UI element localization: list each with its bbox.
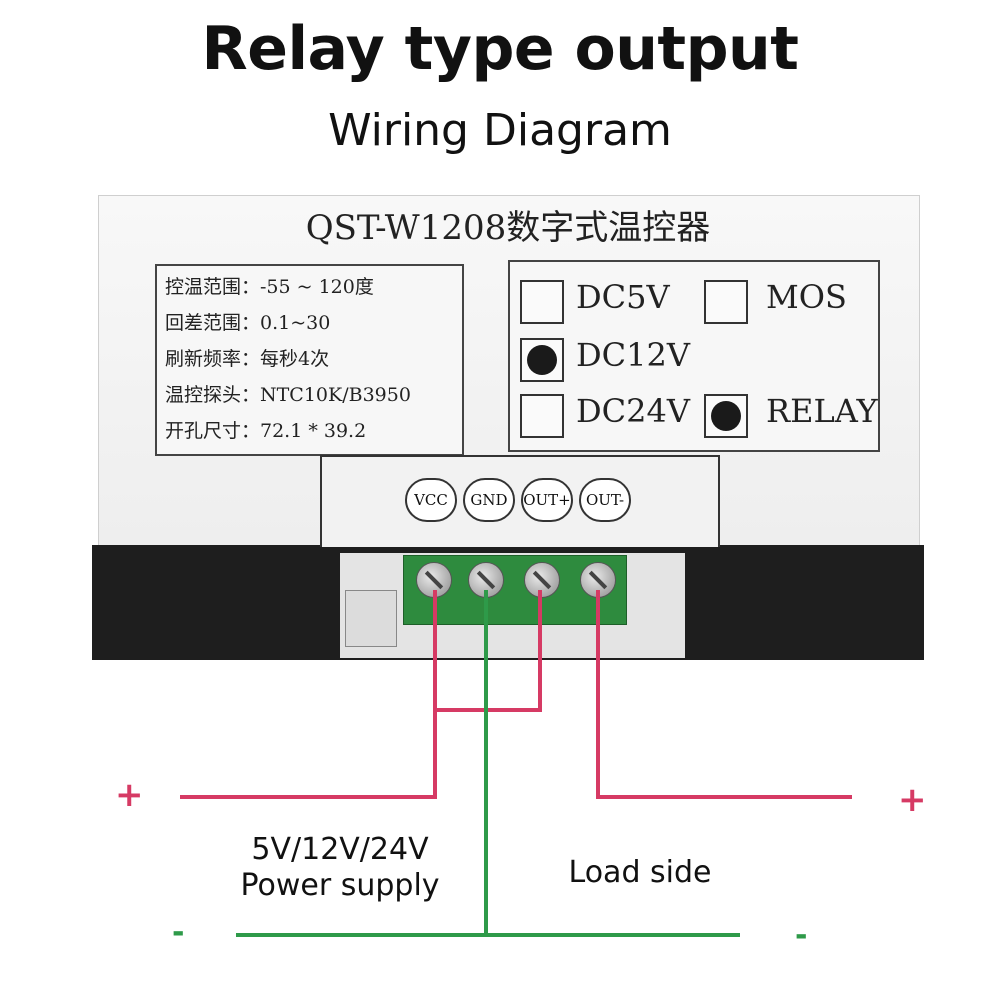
spec-temp-range: 控温范围：-55 ~ 120度: [165, 276, 374, 298]
supply-label-text: Power supply: [240, 868, 440, 903]
page-title: Relay type output: [201, 14, 799, 84]
checkbox-dc12v: [520, 338, 564, 382]
spec-cutout-size: 开孔尺寸：72.1 * 39.2: [165, 420, 367, 442]
load-positive-wire: [596, 590, 852, 799]
checkbox-dc5v: [520, 280, 564, 324]
negative-wires: [236, 590, 740, 937]
checkbox-dc24v: [520, 394, 564, 438]
supply-minus-sign: -: [172, 915, 185, 950]
page-subtitle: Wiring Diagram: [328, 105, 672, 156]
spec-box: 控温范围：-55 ~ 120度 回差范围：0.1~30 刷新频率：每秒4次 温控…: [155, 264, 464, 456]
spec-probe: 温控探头：NTC10K/B3950: [165, 384, 411, 406]
spec-refresh-rate: 刷新频率：每秒4次: [165, 348, 330, 370]
spec-hysteresis: 回差范围：0.1~30: [165, 312, 331, 334]
terminal-label-out-minus: OUT-: [579, 478, 631, 522]
option-label-dc24v: DC24V: [576, 392, 690, 430]
terminal-label-panel: [320, 455, 720, 547]
option-label-relay: RELAY: [766, 392, 878, 430]
load-minus-sign: -: [795, 918, 808, 953]
terminal-label-out-plus: OUT+: [521, 478, 573, 522]
options-box: DC5V MOS DC12V DC24V RELAY: [508, 260, 880, 452]
supply-plus-sign: +: [115, 775, 144, 815]
checked-dot-icon: [711, 401, 741, 431]
supply-voltage-text: 5V/12V/24V: [251, 832, 429, 867]
load-plus-sign: +: [898, 780, 927, 820]
supply-caption: 5V/12V/24V Power supply: [230, 832, 450, 904]
checkbox-relay: [704, 394, 748, 438]
positive-wires: [180, 590, 852, 799]
option-label-mos: MOS: [766, 278, 847, 316]
sensor-connector: [345, 590, 397, 647]
terminal-label-vcc: VCC: [405, 478, 457, 522]
controller-model-title: QST-W1208数字式温控器: [305, 208, 711, 248]
load-caption: Load side: [568, 855, 712, 890]
option-label-dc12v: DC12V: [576, 336, 690, 374]
option-label-dc5v: DC5V: [576, 278, 670, 316]
checked-dot-icon: [527, 345, 557, 375]
terminal-label-gnd: GND: [463, 478, 515, 522]
checkbox-mos: [704, 280, 748, 324]
